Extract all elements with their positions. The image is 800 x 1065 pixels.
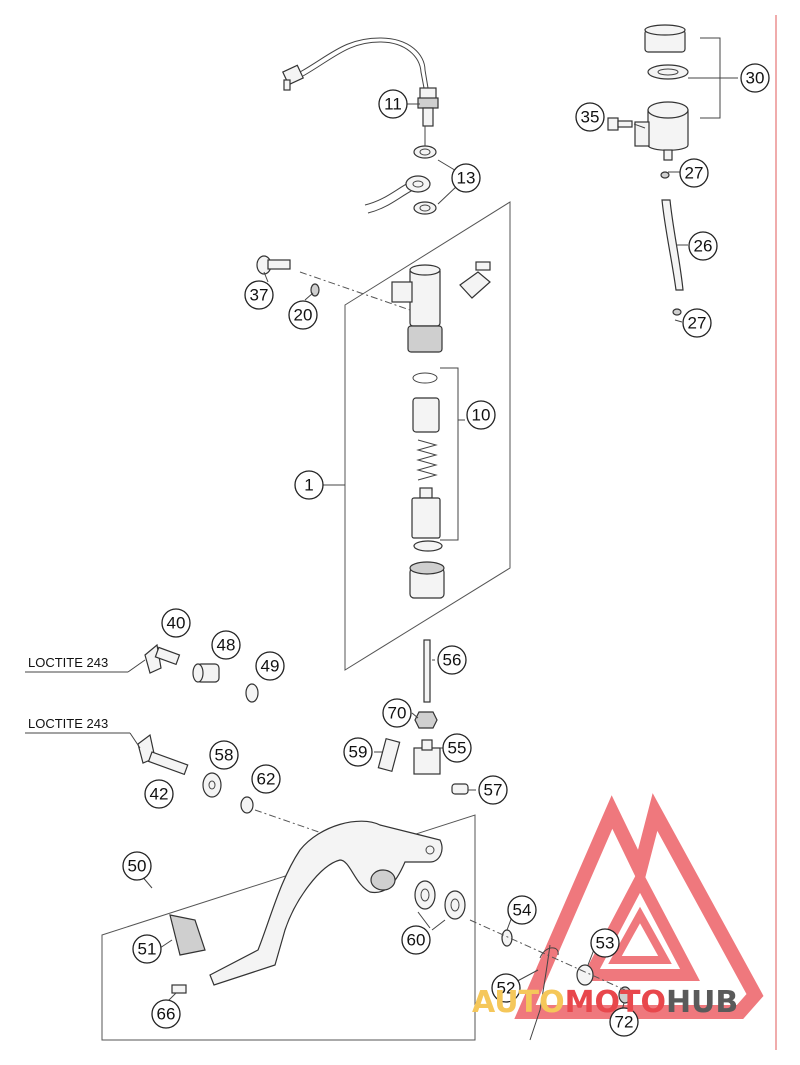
callout-42: 42 — [144, 779, 174, 809]
callout-30: 30 — [740, 63, 770, 93]
bolt-40-spacer-48-nut-49 — [144, 643, 259, 703]
callout-51: 51 — [132, 934, 162, 964]
svg-text:53: 53 — [596, 934, 615, 953]
svg-text:40: 40 — [167, 614, 186, 633]
callout-27-bottom: 27 — [682, 308, 712, 338]
svg-text:10: 10 — [472, 406, 491, 425]
callout-37: 37 — [244, 280, 274, 310]
callout-70: 70 — [382, 698, 412, 728]
callout-72: 72 — [609, 1007, 639, 1037]
callout-10: 10 — [466, 400, 496, 430]
svg-text:51: 51 — [138, 940, 157, 959]
svg-text:30: 30 — [746, 69, 765, 88]
callout-13: 13 — [451, 163, 481, 193]
callout-62: 62 — [251, 764, 281, 794]
loctite-label-bottom: LOCTITE 243 — [28, 716, 108, 731]
svg-text:55: 55 — [448, 739, 467, 758]
watermark-hub: HUB — [666, 985, 738, 1020]
callout-49: 49 — [255, 651, 285, 681]
svg-text:62: 62 — [257, 770, 276, 789]
svg-text:50: 50 — [128, 857, 147, 876]
svg-text:42: 42 — [150, 785, 169, 804]
svg-text:26: 26 — [694, 237, 713, 256]
callout-55: 55 — [442, 733, 472, 763]
svg-text:60: 60 — [407, 931, 426, 950]
callout-35: 35 — [575, 102, 605, 132]
master-cylinder-group — [299, 201, 511, 671]
svg-text:20: 20 — [294, 306, 313, 325]
callout-54: 54 — [507, 895, 537, 925]
svg-text:70: 70 — [388, 704, 407, 723]
callout-66: 66 — [151, 999, 181, 1029]
svg-text:59: 59 — [349, 743, 368, 762]
brake-fluid-reservoir — [607, 24, 738, 316]
callout-59: 59 — [343, 737, 373, 767]
callout-52: 52 — [491, 973, 521, 1003]
svg-text:1: 1 — [304, 476, 313, 495]
svg-text:49: 49 — [261, 657, 280, 676]
callout-58: 58 — [209, 740, 239, 770]
svg-text:35: 35 — [581, 108, 600, 127]
pressure-switch-11 — [281, 37, 439, 127]
svg-text:27: 27 — [685, 164, 704, 183]
svg-text:48: 48 — [217, 636, 236, 655]
callout-57: 57 — [478, 775, 508, 805]
callout-60: 60 — [401, 925, 431, 955]
svg-text:13: 13 — [457, 169, 476, 188]
svg-text:37: 37 — [250, 286, 269, 305]
svg-text:56: 56 — [443, 651, 462, 670]
callout-20: 20 — [288, 300, 318, 330]
callout-26: 26 — [688, 231, 718, 261]
banjo-bolt-assembly — [364, 126, 437, 215]
svg-text:57: 57 — [484, 781, 503, 800]
callout-50: 50 — [122, 851, 152, 881]
svg-text:54: 54 — [513, 901, 532, 920]
svg-text:11: 11 — [384, 95, 402, 114]
bolt-42-washer-58-62 — [137, 733, 254, 814]
watermark-logo — [514, 793, 764, 1019]
callout-11: 11 — [378, 89, 408, 119]
callout-1: 1 — [294, 470, 324, 500]
watermark-auto: AUTO — [472, 985, 565, 1020]
svg-text:72: 72 — [615, 1013, 634, 1032]
watermark-text: AUTOMOTOHUB — [472, 985, 738, 1020]
watermark-moto: MOTO — [565, 985, 666, 1020]
callout-56: 56 — [437, 645, 467, 675]
brake-pedal-group — [101, 809, 476, 1041]
callout-40: 40 — [161, 608, 191, 638]
svg-text:27: 27 — [688, 314, 707, 333]
callout-48: 48 — [211, 630, 241, 660]
loctite-label-top: LOCTITE 243 — [28, 655, 108, 670]
pushrod-assembly — [377, 639, 469, 795]
svg-text:58: 58 — [215, 746, 234, 765]
svg-text:66: 66 — [157, 1005, 176, 1024]
svg-text:52: 52 — [497, 979, 516, 998]
callout-53: 53 — [590, 928, 620, 958]
callout-27-top: 27 — [679, 158, 709, 188]
